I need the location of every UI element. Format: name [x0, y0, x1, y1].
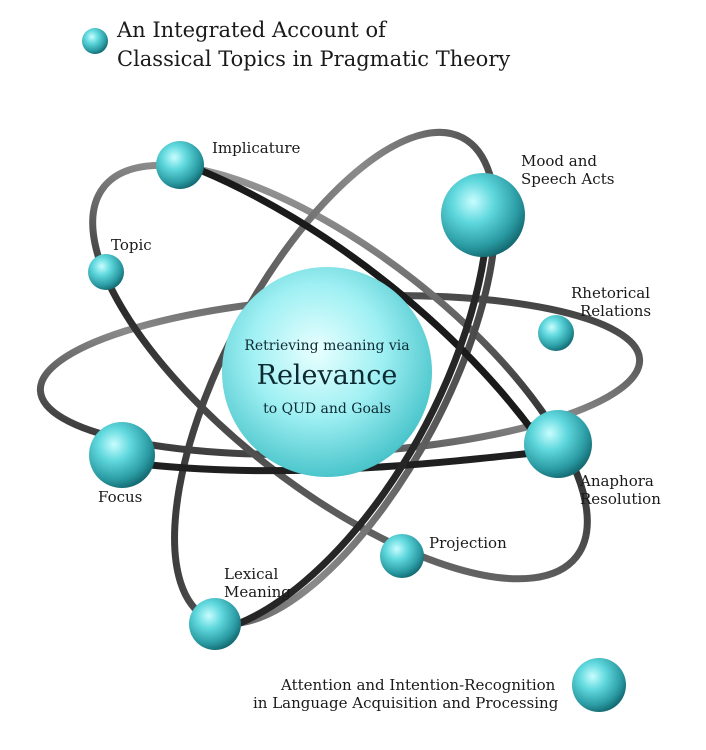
- implicature-label: Implicature: [212, 139, 301, 157]
- title-line-1: An Integrated Account of: [117, 18, 386, 42]
- focus-label: Focus: [98, 488, 143, 506]
- footer-line-2: in Language Acquisition and Processing: [253, 694, 559, 712]
- attention-sphere: [572, 658, 626, 712]
- anaphora-label-2: Resolution: [580, 490, 661, 508]
- orbit-highlight-1: [196, 166, 564, 474]
- projection-sphere: [380, 534, 424, 578]
- topic-label: Topic: [111, 236, 152, 254]
- projection-label: Projection: [429, 534, 507, 552]
- mood-sphere: [441, 173, 525, 257]
- center-line-3: to QUD and Goals: [263, 401, 391, 417]
- center-line-2: Relevance: [256, 360, 398, 391]
- anaphora-label-1: Anaphora: [580, 472, 654, 490]
- title-bullet-sphere: [82, 28, 108, 54]
- rhetorical-label-2: Relations: [580, 302, 652, 320]
- mood-label-2: Speech Acts: [521, 170, 615, 188]
- focus-sphere: [89, 422, 155, 488]
- anaphora-sphere: [524, 410, 592, 478]
- title-line-2: Classical Topics in Pragmatic Theory: [117, 47, 511, 71]
- orbit-highlight-3: [216, 246, 489, 634]
- lexical-label-2: Meaning: [224, 583, 291, 601]
- implicature-sphere: [156, 141, 204, 189]
- center-sphere: [222, 267, 432, 477]
- lexical-sphere: [189, 598, 241, 650]
- mood-label-1: Mood and: [521, 152, 597, 170]
- footer-line-1: Attention and Intention-Recognition: [281, 676, 556, 694]
- topic-sphere: [88, 254, 124, 290]
- orbit-diagonal-main: [89, 161, 591, 583]
- lexical-label-1: Lexical: [224, 565, 279, 583]
- rhetorical-label-1: Rhetorical: [571, 284, 650, 302]
- rhetorical-sphere: [538, 315, 574, 351]
- center-line-1: Retrieving meaning via: [244, 338, 410, 354]
